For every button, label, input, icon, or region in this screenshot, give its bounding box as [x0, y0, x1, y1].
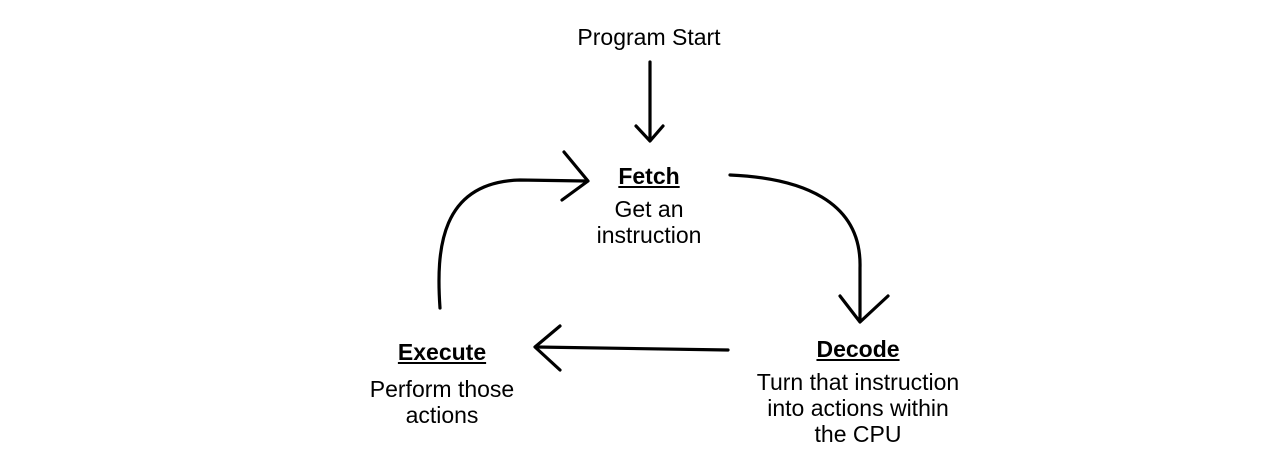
decode-description: Turn that instruction into actions withi… [720, 369, 996, 447]
execute-description-line: actions [405, 402, 479, 428]
fetch-description-line: instruction [596, 222, 702, 248]
execute-node: Execute Perform those actions [330, 338, 554, 428]
decode-description-line: Turn that instruction [756, 369, 960, 395]
execute-title: Execute [397, 339, 487, 365]
arrow-fetch-to-decode [728, 173, 862, 322]
arrow-execute-to-fetch [437, 178, 588, 310]
decode-description-line: the CPU [814, 421, 902, 447]
arrowhead-start-to-fetch [634, 124, 665, 143]
execute-description: Perform those actions [330, 376, 554, 428]
program-start-label: Program Start [577, 24, 721, 50]
arrow-decode-to-execute [534, 345, 730, 352]
arrowhead-execute-to-fetch [560, 150, 590, 202]
arrowhead-fetch-to-decode [838, 294, 890, 324]
fetch-node: Fetch Get an instruction [548, 162, 750, 248]
decode-node: Decode Turn that instruction into action… [720, 335, 996, 447]
fetch-description: Get an instruction [548, 196, 750, 248]
decode-title: Decode [816, 336, 900, 362]
decode-description-line: into actions within [767, 395, 949, 421]
execute-description-line: Perform those [369, 376, 515, 402]
fetch-title: Fetch [618, 163, 680, 189]
fetch-description-line: Get an [614, 196, 684, 222]
arrowhead-decode-to-execute [533, 324, 562, 372]
